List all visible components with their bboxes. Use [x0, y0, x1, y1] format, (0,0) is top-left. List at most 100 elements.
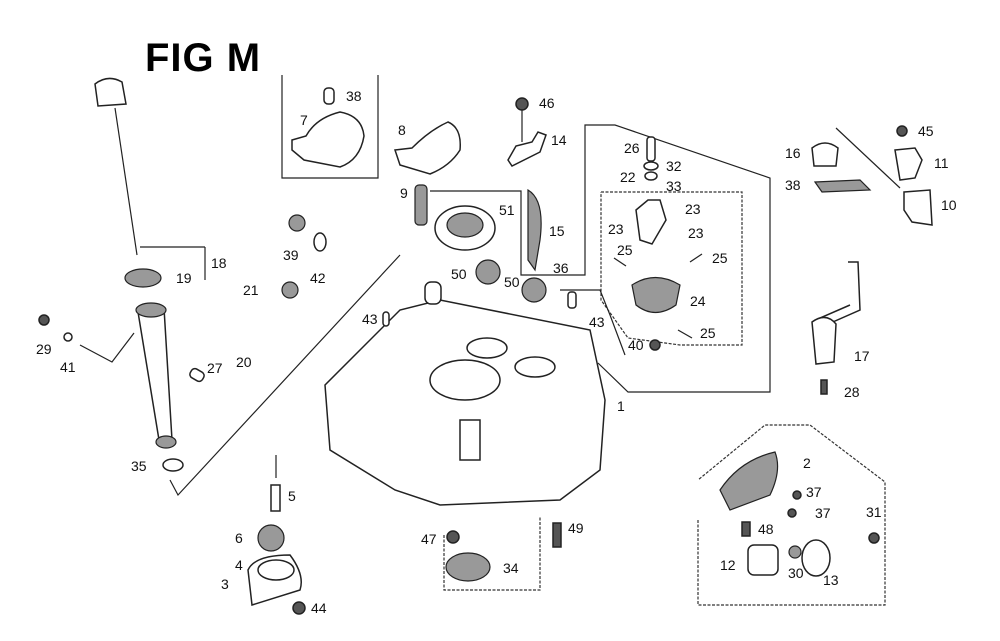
- crankcase-boss-b: [515, 357, 555, 377]
- part-17-lever: [812, 317, 836, 364]
- part-33-clip: [645, 172, 657, 180]
- callout-8: 8: [398, 122, 406, 138]
- part-46-bolt-head: [516, 98, 528, 110]
- callout-21: 21: [243, 282, 259, 298]
- callout-14: 14: [551, 132, 567, 148]
- callout-39: 39: [283, 247, 299, 263]
- callout-41: 41: [60, 359, 76, 375]
- part-16-sensor: [812, 143, 838, 166]
- part-4-gasket: [258, 560, 294, 580]
- part-24-gear: [632, 278, 680, 313]
- callout-18: 18: [211, 255, 227, 271]
- part-37-nut-b: [788, 509, 796, 517]
- part-31-bolt: [869, 533, 879, 543]
- callout-16: 16: [785, 145, 801, 161]
- leader-16-11: [836, 128, 900, 188]
- callout-23b: 23: [608, 221, 624, 237]
- callout-42: 42: [310, 270, 326, 286]
- callout-10: 10: [941, 197, 957, 213]
- dipstick-cap: [95, 78, 126, 106]
- part-10-cover: [904, 190, 932, 225]
- part-35-oring: [163, 459, 183, 471]
- callout-26: 26: [624, 140, 640, 156]
- leader-29-20: [80, 333, 134, 362]
- callout-32: 32: [666, 158, 682, 174]
- callout-22: 22: [620, 169, 636, 185]
- callout-48: 48: [758, 521, 774, 537]
- callout-36: 36: [553, 260, 569, 276]
- part-49-bolt: [553, 523, 561, 547]
- frame-crankcase-left: [170, 255, 400, 495]
- crankcase-dowel-left: [425, 282, 441, 304]
- part-40-washer: [650, 340, 660, 350]
- callout-29: 29: [36, 341, 52, 357]
- callout-3: 3: [221, 576, 229, 592]
- part-27-grommet: [188, 367, 205, 383]
- part-28-bolt: [821, 380, 827, 394]
- callout-50b: 50: [504, 274, 520, 290]
- callout-50a: 50: [451, 266, 467, 282]
- part-29-bolt: [39, 315, 49, 325]
- crankcase-post: [460, 420, 480, 460]
- callout-12: 12: [720, 557, 736, 573]
- part-51-bearing-inner: [447, 213, 483, 237]
- callout-23a: 23: [685, 201, 701, 217]
- callout-9: 9: [400, 185, 408, 201]
- frame-crankcase-right: [560, 290, 625, 355]
- part-45-bolt: [897, 126, 907, 136]
- part-1-crankcase: [325, 300, 605, 505]
- part-12-oil-filter: [748, 545, 778, 575]
- callout-27: 27: [207, 360, 223, 376]
- part-20-tube-top: [136, 303, 166, 317]
- part-20-filler-tube: [138, 308, 172, 446]
- callout-38: 38: [346, 88, 362, 104]
- part-25-pin-c: [678, 330, 692, 338]
- part-25-pin-b: [690, 254, 702, 262]
- part-48-bolt: [742, 522, 750, 536]
- part-32-washer: [644, 162, 658, 170]
- part-44-bolt: [293, 602, 305, 614]
- callout-38b: 38: [785, 177, 801, 193]
- callout-43a: 43: [362, 311, 378, 327]
- callout-44: 44: [311, 600, 327, 616]
- callout-25b: 25: [712, 250, 728, 266]
- figure-title: FIG M: [145, 36, 262, 80]
- callout-23c: 23: [688, 225, 704, 241]
- callout-35: 35: [131, 458, 147, 474]
- callout-1: 1: [617, 398, 625, 414]
- callout-37b: 37: [815, 505, 831, 521]
- part-42-washer: [314, 233, 326, 251]
- callout-45: 45: [918, 123, 934, 139]
- callout-24: 24: [690, 293, 706, 309]
- callout-43b: 43: [589, 314, 605, 330]
- part-50-bearing-a: [476, 260, 500, 284]
- callout-47: 47: [421, 531, 437, 547]
- part-23-weights: [636, 200, 666, 244]
- callout-46: 46: [539, 95, 555, 111]
- part-6-cap: [258, 525, 284, 551]
- part-20-tube-bottom: [156, 436, 176, 448]
- crankcase-main-bore: [430, 360, 500, 400]
- part-43-dowel-right: [568, 292, 576, 308]
- part-38-wire: [815, 180, 870, 192]
- part-19-seal: [125, 269, 161, 287]
- part-39-plug: [289, 215, 305, 231]
- part-5-bolt: [271, 485, 280, 511]
- callout-30: 30: [788, 565, 804, 581]
- callout-11: 11: [934, 155, 949, 171]
- callout-6: 6: [235, 530, 243, 546]
- group-frames: [170, 75, 900, 605]
- part-21-plug: [282, 282, 298, 298]
- part-13-filter-base: [802, 540, 830, 576]
- part-30-nut: [789, 546, 801, 558]
- part-25-pin-a: [614, 258, 626, 266]
- part-11-bracket: [895, 148, 922, 180]
- part-41-washer: [64, 333, 72, 341]
- frame-governor: [601, 192, 742, 345]
- callout-28: 28: [844, 384, 860, 400]
- part-2-filter-cover: [720, 452, 778, 510]
- part-37-nut-a: [793, 491, 801, 499]
- frame-upper-center: [430, 125, 770, 392]
